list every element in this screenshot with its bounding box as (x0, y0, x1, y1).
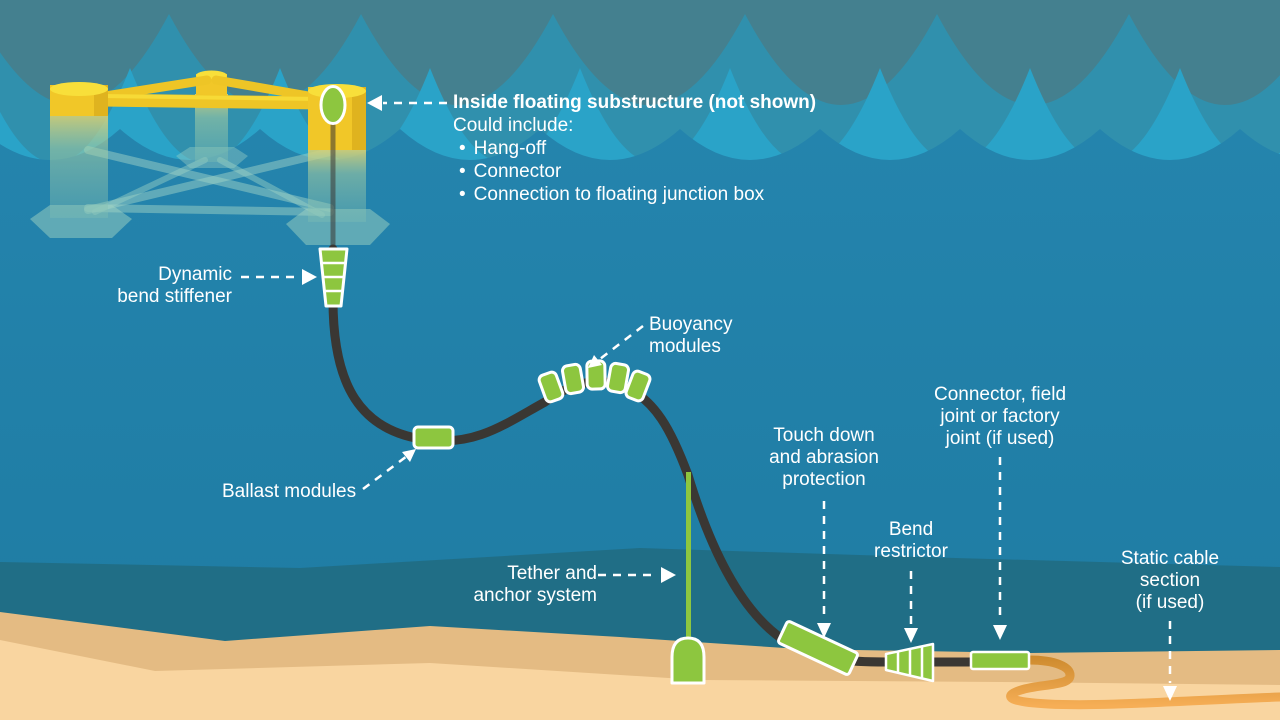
label-line: section (1139, 570, 1201, 591)
inside-substructure-item: • Connection to floating junction box (453, 183, 816, 206)
label-ballast-modules: Ballast modules (222, 481, 356, 503)
inside-substructure-item: • Hang-off (453, 137, 816, 160)
label-inside-substructure: Inside floating substructure (not shown)… (453, 91, 816, 206)
label-bend-restrictor: Bend restrictor (811, 519, 1011, 563)
label-line: Connector, field (933, 384, 1067, 405)
arrow-touchdown-protection (817, 501, 831, 638)
hang-off-point (319, 85, 347, 125)
arrow-inside-substructure (367, 95, 447, 111)
label-line: modules (649, 336, 721, 357)
label-line: Dynamic (158, 264, 232, 285)
label-line: protection (782, 469, 866, 490)
column-underwater-left (50, 112, 108, 218)
label-line: and abrasion (769, 447, 879, 468)
ballast-module (412, 425, 455, 450)
bullet-icon: • (459, 184, 466, 205)
arrow-connector-joint (993, 457, 1007, 640)
label-line: joint or factory (940, 406, 1060, 427)
buoyancy-module (624, 369, 652, 403)
buoyancy-module (560, 362, 586, 396)
brace-tube (84, 204, 334, 216)
deck-beam-highlight (100, 94, 324, 101)
label-static-cable: Static cable section (if used) (1070, 548, 1270, 614)
arrow-buoyancy-modules (588, 325, 644, 368)
label-line: Touch down (773, 425, 875, 446)
label-line: anchor system (473, 585, 597, 606)
inside-substructure-item-text: Hang-off (473, 138, 547, 159)
static-cable (1006, 655, 1280, 710)
label-line: Tether and (507, 563, 597, 584)
arrow-dynamic-bend-stiffener (241, 269, 317, 285)
label-touchdown-protection: Touch down and abrasion protection (724, 425, 924, 491)
bullet-icon: • (459, 138, 466, 159)
label-tether-anchor: Tether and anchor system (397, 563, 597, 607)
brace-tube (84, 148, 334, 214)
label-buoyancy-modules: Buoyancy modules (649, 314, 732, 358)
bend-restrictor (884, 642, 935, 683)
label-line: bend stiffener (117, 286, 232, 307)
inside-substructure-item: • Connector (453, 160, 816, 183)
seabed-light-sand (0, 640, 1280, 720)
label-line: (if used) (1135, 592, 1205, 613)
column-cap-left-top (50, 82, 108, 96)
inside-substructure-item-text: Connection to floating junction box (473, 184, 765, 205)
bullet-icon: • (459, 161, 466, 182)
label-line: restrictor (874, 541, 948, 562)
label-line: joint (if used) (945, 428, 1055, 449)
substructure-topside (50, 70, 366, 150)
arrow-static-cable (1163, 621, 1177, 701)
brace-tube (92, 157, 208, 215)
label-dynamic-bend-stiffener: Dynamic bend stiffener (32, 264, 232, 308)
inside-substructure-item-text: Connector (473, 161, 562, 182)
annotation-arrows (241, 95, 1177, 701)
arrow-bend-restrictor (904, 571, 918, 643)
floating-substructure (30, 70, 390, 245)
brace-tube (217, 157, 325, 218)
column-underwater-right (308, 148, 366, 222)
substructure-underwater (30, 94, 390, 245)
deck-beam-front (95, 93, 329, 110)
label-line: Static cable (1120, 548, 1220, 569)
dynamic-bend-stiffener (318, 247, 349, 308)
column-cap-right-shade (352, 87, 366, 150)
label-line: Buoyancy (649, 314, 733, 335)
deck-beam-diagonal (211, 75, 331, 104)
buoyancy-modules (537, 359, 652, 404)
buoyancy-module (605, 361, 631, 395)
arrow-tether-anchor (598, 567, 676, 583)
anchor (670, 636, 706, 685)
inside-substructure-title: Inside floating substructure (not shown) (453, 92, 817, 113)
arrow-ballast-modules (362, 449, 416, 490)
buoyancy-module (537, 370, 565, 404)
label-connector-joint: Connector, field joint or factory joint … (900, 384, 1100, 450)
touchdown-protection (777, 620, 859, 676)
connector-joint (969, 650, 1031, 671)
label-line: Bend (888, 519, 934, 540)
label-line: Ballast modules (222, 481, 357, 502)
inside-substructure-subtitle: Could include: (453, 115, 574, 136)
